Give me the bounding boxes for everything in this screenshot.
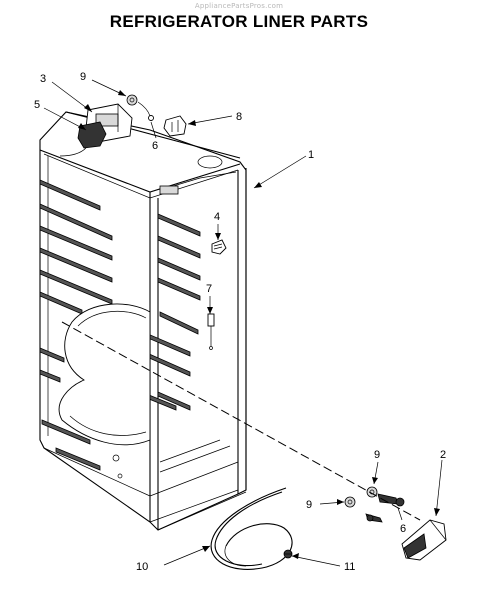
connector-part-5 [59,121,107,157]
screw-part-6-upper [377,493,405,507]
callout-9-top: 9 [80,71,86,83]
tubing-part-10 [210,487,293,570]
callout-4: 4 [214,211,220,223]
assembly-dashed-line [61,321,421,521]
sensor-part-7 [207,313,215,350]
left-shelf-rails [39,179,113,471]
screw-part-6-lower [365,513,383,523]
callout-9-right: 9 [374,449,380,461]
grommet-part-9-lower [344,496,356,508]
callout-3: 3 [40,73,46,85]
grommet-part-9-top [126,94,154,121]
callout-7: 7 [206,283,212,295]
diagram-title: REFRIGERATOR LINER PARTS [109,12,369,31]
callout-10: 10 [136,561,148,573]
bulb-part-4 [211,239,227,255]
leader-lines [43,79,443,567]
callout-11: 11 [344,561,355,573]
cover-part-2 [401,519,447,561]
callout-2: 2 [440,449,446,461]
watermark: AppliancePartsPros.com [194,2,284,10]
callout-6-top: 6 [152,140,158,152]
callout-8: 8 [236,111,242,123]
liner-assembly [39,111,247,531]
callout-9-left: 9 [306,499,312,511]
callout-1: 1 [308,149,314,161]
callout-5: 5 [34,99,40,111]
callout-6-right: 6 [400,523,406,535]
screw-part-11 [283,549,293,559]
clip-part-8 [163,115,187,137]
